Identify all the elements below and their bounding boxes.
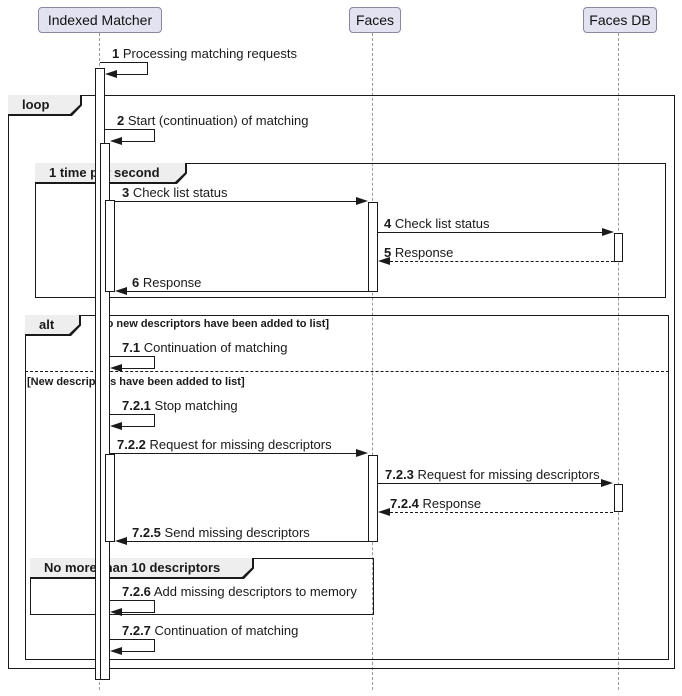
activation-bar-im-4: [105, 454, 115, 542]
message-5-line: [390, 261, 614, 262]
message-7-2-7-line: [154, 639, 155, 652]
message-4-line: [378, 232, 602, 233]
arrowhead: [356, 197, 368, 205]
participant-indexed-matcher: Indexed Matcher: [38, 7, 162, 33]
message-7-2-6-line: [154, 600, 155, 613]
frame-timer-label: 1 time per second: [35, 163, 187, 184]
message-1-label: 1 Processing matching requests: [112, 46, 298, 61]
message-7-1-line: [121, 368, 155, 369]
message-1-line: [147, 62, 148, 75]
participant-faces-db: Faces DB: [583, 7, 657, 33]
message-2-label: 2 Start (continuation) of matching: [117, 113, 309, 128]
message-7-2-4-label: 7.2.4 Response: [390, 496, 482, 511]
alt-guard-1: [No new descriptors have been added to l…: [95, 318, 330, 330]
message-7-2-2-label: 7.2.2 Request for missing descriptors: [117, 437, 332, 452]
message-7-2-1-line: [121, 426, 155, 427]
arrowhead: [115, 537, 127, 545]
message-7-2-2-line: [110, 453, 356, 454]
message-6-label: 6 Response: [132, 275, 202, 290]
participant-label: Faces: [355, 12, 395, 28]
message-2-line: [105, 129, 155, 130]
message-7-1-line: [110, 356, 155, 357]
message-7-2-5-label: 7.2.5 Send missing descriptors: [132, 525, 310, 540]
message-7-2-6-line: [110, 600, 155, 601]
message-7-1-label: 7.1 Continuation of matching: [122, 340, 288, 355]
message-1-line: [116, 74, 148, 75]
participant-label: Faces DB: [589, 12, 651, 28]
message-3-line: [115, 201, 357, 202]
frame-alt-label: alt: [25, 315, 81, 336]
arrowhead: [602, 228, 614, 236]
frame-timer: [35, 163, 666, 298]
message-5-label: 5 Response: [384, 245, 454, 260]
arrowhead: [601, 479, 613, 487]
message-2-line: [154, 129, 155, 142]
participant-label: Indexed Matcher: [47, 12, 153, 28]
message-7-2-6-label: 7.2.6 Add missing descriptors to memory: [122, 584, 357, 599]
message-7-2-5-line: [127, 541, 368, 542]
frame-loop: [8, 95, 675, 669]
arrowhead: [110, 647, 122, 655]
arrowhead: [110, 422, 122, 430]
message-7-2-3-label: 7.2.3 Request for missing descriptors: [385, 467, 600, 482]
activation-bar-faces-1: [368, 202, 378, 292]
message-7-2-7-line: [110, 639, 155, 640]
message-7-2-1-label: 7.2.1 Stop matching: [122, 398, 238, 413]
arrowhead: [378, 508, 390, 516]
message-7-2-3-line: [378, 483, 601, 484]
message-4-label: 4 Check list status: [384, 216, 490, 231]
message-7-1-line: [154, 356, 155, 369]
arrowhead: [356, 449, 368, 457]
message-7-2-1-line: [110, 414, 155, 415]
message-6-line: [127, 291, 368, 292]
frame-alt: [25, 315, 669, 660]
message-3-label: 3 Check list status: [122, 185, 228, 200]
arrowhead: [115, 287, 127, 295]
frame-limit-label: No more than 10 descriptors: [30, 558, 254, 579]
frame-loop-label: loop: [8, 95, 82, 116]
arrowhead: [378, 257, 390, 265]
message-2-line: [121, 141, 155, 142]
message-1-line: [100, 62, 148, 63]
activation-bar-im-2: [100, 143, 110, 680]
lifeline-faces-db: [618, 33, 619, 690]
arrowhead: [105, 70, 117, 78]
activation-bar-faces-2: [368, 455, 378, 542]
alt-guard-2: [New descriptors have been added to list…: [27, 376, 245, 388]
message-7-2-7-line: [121, 651, 155, 652]
activation-bar-im-3: [105, 200, 115, 292]
participant-faces: Faces: [349, 7, 401, 33]
arrowhead: [110, 137, 122, 145]
message-7-2-6-line: [121, 612, 155, 613]
message-7-2-7-label: 7.2.7 Continuation of matching: [122, 623, 299, 638]
activation-bar-facesdb-2: [614, 484, 623, 512]
arrowhead: [110, 608, 122, 616]
message-7-2-1-line: [154, 414, 155, 427]
alt-divider: [25, 371, 669, 372]
lifeline-faces: [372, 33, 373, 690]
message-7-2-4-line: [390, 512, 613, 513]
activation-bar-facesdb-1: [614, 233, 623, 262]
arrowhead: [110, 364, 122, 372]
